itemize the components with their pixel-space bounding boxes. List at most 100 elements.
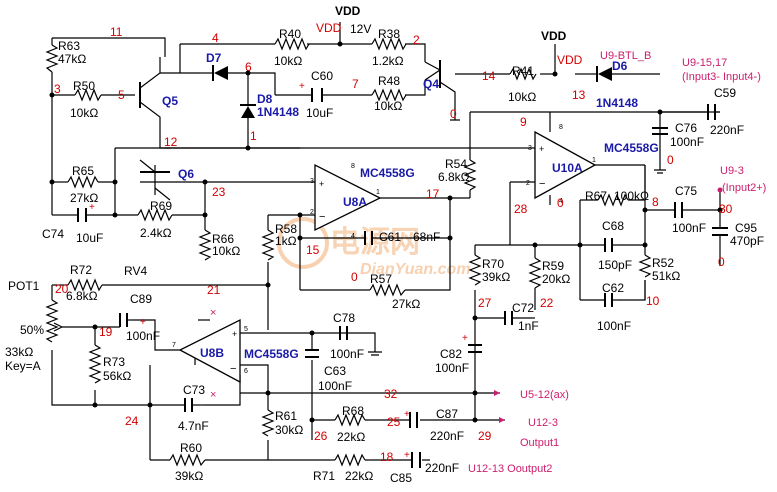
svg-text:+: + — [462, 333, 468, 344]
u10a-part: MC4558G — [604, 141, 659, 155]
r60-label: R60 — [180, 441, 202, 455]
net-25: 25 — [387, 415, 401, 429]
voltage-label: 12V — [350, 22, 371, 36]
c74-value: 10uF — [76, 231, 103, 245]
r65-label: R65 — [72, 164, 94, 178]
net-labels: 11 4 2 3 5 6 7 14 13 9 1 12 23 17 20 21 … — [54, 25, 733, 464]
c75-value: 100nF — [672, 221, 706, 235]
r66-value: 10kΩ — [212, 244, 240, 258]
r65-symbol — [67, 175, 99, 189]
diode-d8 — [240, 104, 256, 118]
c59-value: 220nF — [710, 123, 744, 137]
c61-label: C61 — [379, 230, 401, 244]
r54-label: R54 — [445, 157, 467, 171]
r71-label: R71 — [313, 469, 335, 483]
r69-symbol — [137, 208, 173, 222]
c87-label: C87 — [436, 407, 458, 421]
net-19: 19 — [99, 325, 113, 339]
c62-symbol — [604, 293, 618, 307]
net-21: 21 — [207, 283, 221, 297]
c62-value: 100nF — [597, 319, 631, 333]
r52-label: R52 — [652, 256, 674, 270]
r40-label: R40 — [279, 27, 301, 41]
r70-label: R70 — [482, 257, 504, 271]
r38-label: R38 — [378, 27, 400, 41]
u8b-pin5: 5 — [244, 326, 248, 333]
c68-label: C68 — [602, 219, 624, 233]
net-1: 1 — [250, 129, 257, 143]
c60-symbol — [311, 88, 323, 102]
c59-symbol — [660, 104, 716, 120]
c62-label: C62 — [602, 281, 624, 295]
u8a-part: MC4558G — [360, 166, 415, 180]
r63-label: R63 — [58, 39, 80, 53]
net-0-a: 0 — [351, 270, 358, 284]
r61-value: 30kΩ — [275, 423, 303, 437]
net-18: 18 — [380, 450, 394, 464]
d8-value: 1N4148 — [257, 105, 299, 119]
connector-output2: U12-13 Ooutput2 — [468, 463, 552, 475]
net-0-d: 0 — [557, 196, 564, 210]
r69-value: 2.4kΩ — [140, 226, 172, 240]
pot1-symbol — [45, 299, 59, 343]
c72-symbol — [504, 311, 532, 325]
r54-symbol — [463, 159, 477, 191]
r52-symbol — [638, 254, 652, 278]
r63-symbol — [45, 44, 59, 73]
r68-symbol — [334, 413, 366, 427]
r72-symbol — [67, 278, 103, 292]
vdd-label-red: VDD — [316, 21, 342, 35]
watermark-cn: 电源网 — [330, 226, 420, 259]
c63-label: C63 — [324, 364, 346, 378]
u8a-pin1: 1 — [376, 189, 380, 196]
connector-input2-desc: (Input2+) — [722, 182, 766, 194]
opamp-u10a: + − — [534, 130, 597, 200]
c63-value: 100nF — [318, 379, 352, 393]
svg-text:+: + — [299, 81, 305, 92]
r70-symbol — [468, 254, 482, 286]
net-0-b: 0 — [450, 107, 457, 121]
r59-value: 20kΩ — [542, 272, 570, 286]
c68-value: 150pF — [598, 258, 632, 272]
connector-input2: U9-3 — [720, 165, 744, 177]
r41-value: 10kΩ — [508, 90, 536, 104]
r67-value: 100kΩ — [614, 189, 649, 203]
u8a-label: U8A — [343, 195, 367, 209]
c73-label: C73 — [183, 383, 205, 397]
c75-symbol — [674, 202, 690, 218]
c61-value: 68nF — [413, 230, 440, 244]
svg-text:+: + — [89, 202, 95, 213]
net-6: 6 — [245, 60, 252, 74]
r68-value: 22kΩ — [337, 430, 365, 444]
r66-symbol — [198, 229, 212, 261]
svg-text:−: − — [539, 178, 545, 190]
net-15: 15 — [306, 243, 320, 257]
r41-label: R41 — [512, 64, 534, 78]
r57-value: 27kΩ — [392, 297, 420, 311]
u8b-part: MC4558G — [244, 347, 299, 361]
c59-label: C59 — [714, 86, 736, 100]
q5-label: Q5 — [162, 94, 178, 108]
output-arrows — [494, 390, 505, 423]
r58-value: 1kΩ — [275, 234, 297, 248]
r48-value: 10kΩ — [374, 99, 402, 113]
q4-label: Q4 — [423, 77, 439, 91]
r50-symbol — [74, 88, 102, 102]
r73-label: R73 — [103, 355, 125, 369]
net-13: 13 — [572, 88, 586, 102]
r40-symbol — [274, 37, 310, 51]
r61-symbol — [261, 409, 275, 437]
c89-value: 100nF — [126, 329, 160, 343]
c89-label: C89 — [130, 292, 152, 306]
r65-value: 27kΩ — [70, 191, 98, 205]
u8a-pin2: 2 — [310, 209, 314, 216]
r67-label: R67 — [585, 189, 607, 203]
r60-symbol — [169, 453, 206, 467]
r72-value: 6.8kΩ — [66, 289, 98, 303]
net-10: 10 — [646, 294, 660, 308]
c73-symbol — [184, 398, 205, 412]
net-4: 4 — [212, 31, 219, 45]
no-connect-mark: × — [210, 389, 216, 401]
net-14: 14 — [482, 69, 496, 83]
